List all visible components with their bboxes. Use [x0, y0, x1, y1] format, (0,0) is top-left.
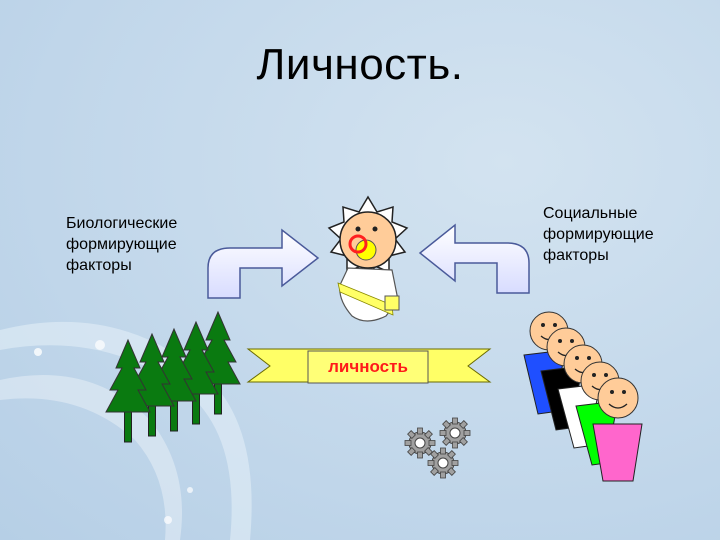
gear-icon: [404, 427, 436, 459]
left-label-line: формирующие: [66, 236, 177, 253]
left-label-line: Биологические: [66, 215, 178, 232]
social-factors-label: Социальные формирующие факторы: [543, 203, 693, 266]
right-label-line: формирующие: [543, 226, 654, 243]
right-label-line: факторы: [543, 247, 609, 264]
biological-factors-label: Биологические формирующие факторы: [66, 213, 216, 276]
slide-title: Личность.: [256, 40, 464, 89]
banner-label: личность: [328, 357, 408, 376]
gear-icon: [427, 447, 459, 479]
gear-icon: [439, 417, 471, 449]
right-label-line: Социальные: [543, 205, 638, 222]
left-label-line: факторы: [66, 257, 132, 274]
person-icon: [592, 377, 643, 482]
